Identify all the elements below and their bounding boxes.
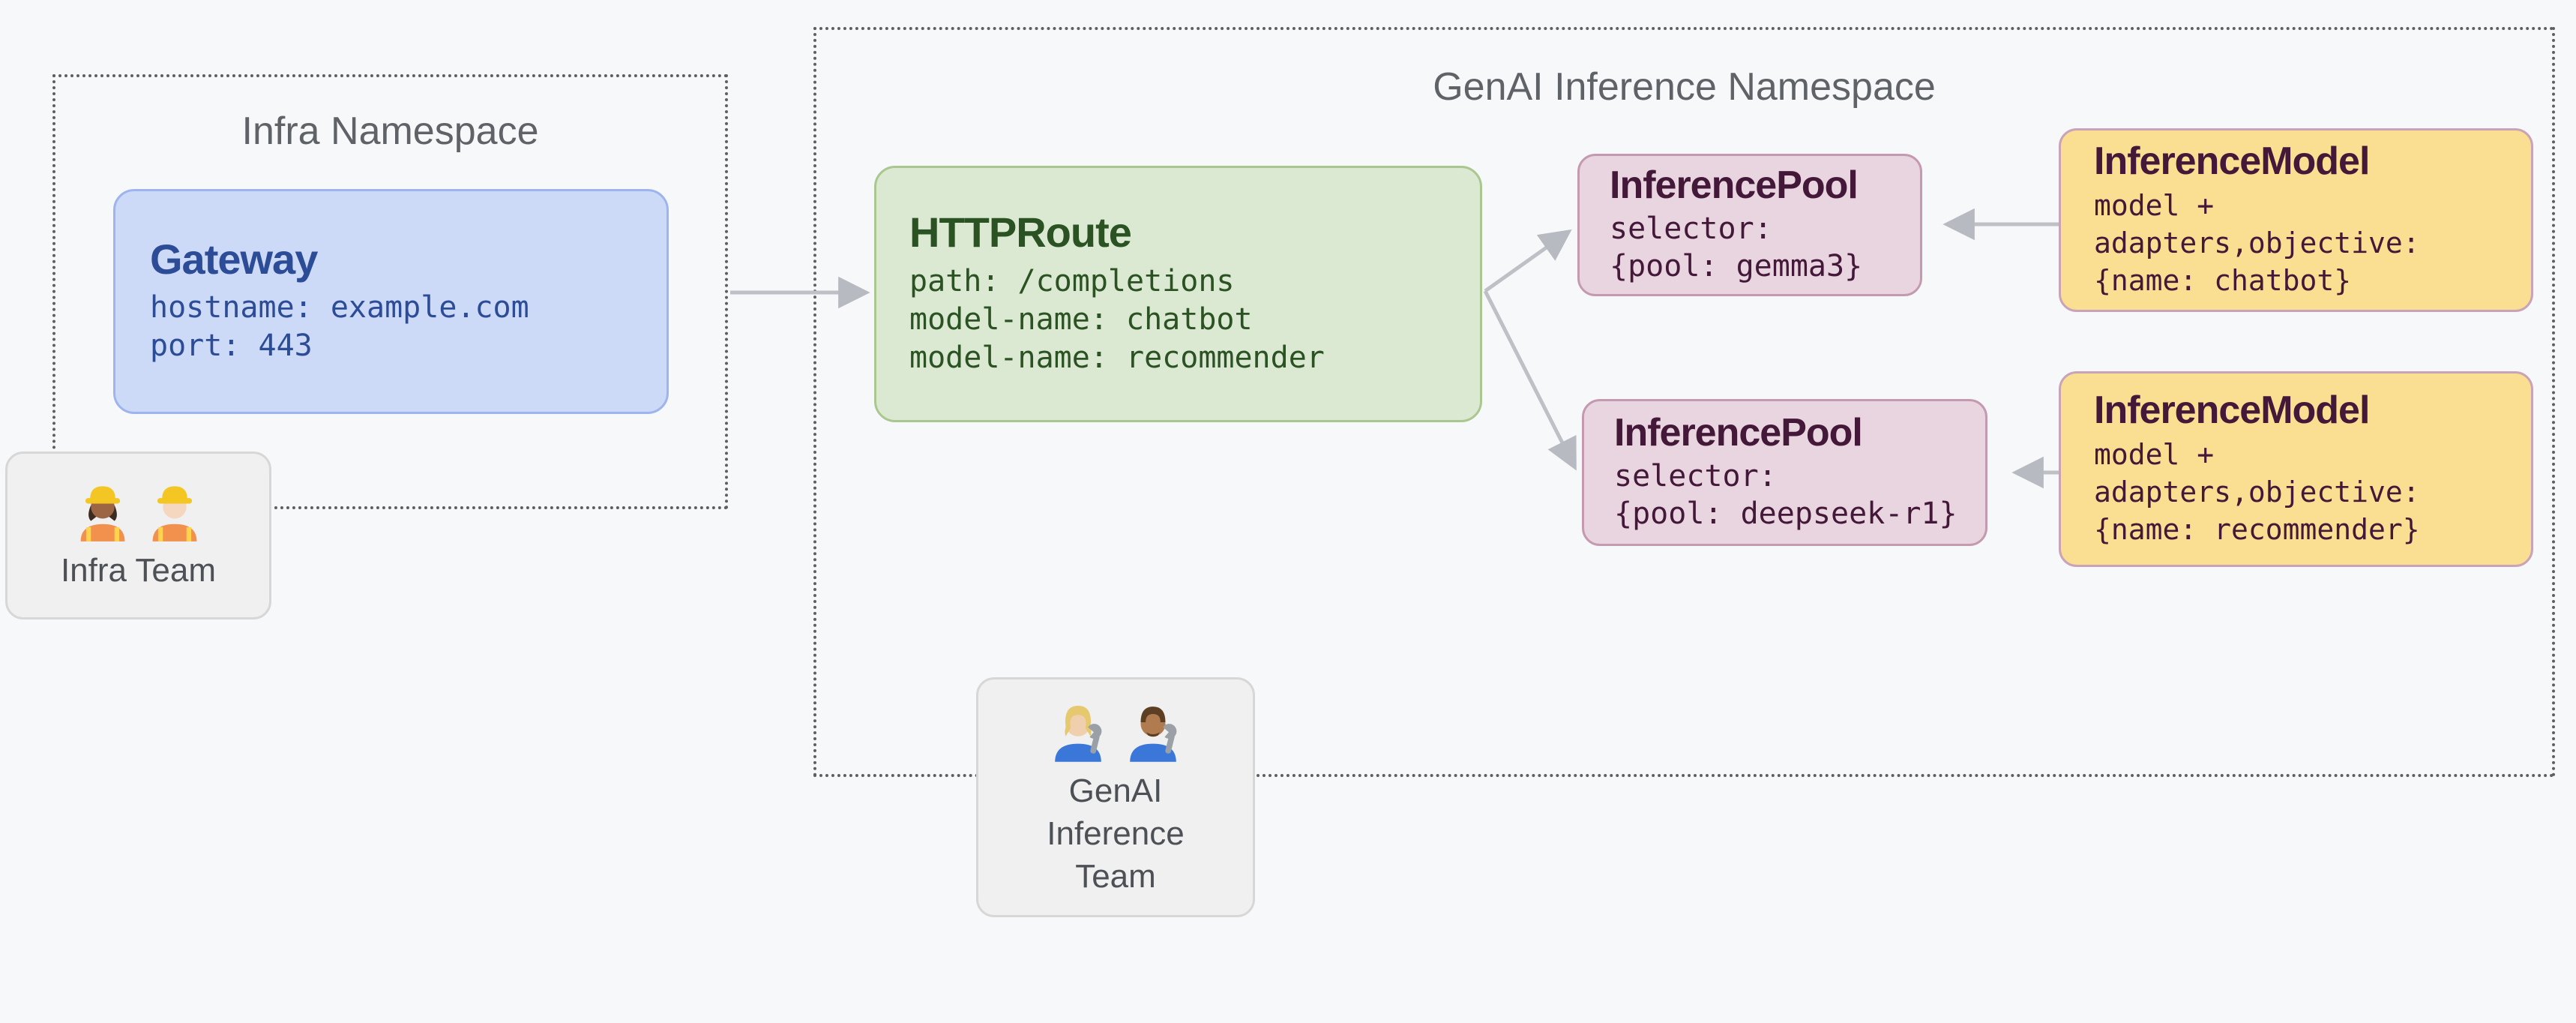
inferencemodel-recommender-title: InferenceModel [2094, 388, 2370, 433]
inferencemodel-chatbot-adapters-line: adapters,objective: [2094, 226, 2420, 260]
inferencepool-gemma3-pool-line: {pool: gemma3} [1610, 249, 1863, 284]
man-mechanic-icon [1130, 706, 1177, 762]
gateway-node: Gateway hostname: example.com port: 443 [113, 189, 669, 414]
inferencepool-gemma3-selector-line: selector: [1610, 212, 1772, 247]
inferencepool-gemma3-node: InferencePool selector: {pool: gemma3} [1577, 154, 1922, 296]
genai-inference-team-icons [1045, 698, 1186, 764]
gateway-hostname-line: hostname: example.com [150, 290, 529, 326]
inferencemodel-recommender-node: InferenceModel model + adapters,objectiv… [2059, 371, 2533, 567]
inferencemodel-recommender-model-line: model + [2094, 437, 2215, 471]
inferencemodel-chatbot-node: InferenceModel model + adapters,objectiv… [2059, 128, 2533, 312]
edge-httproute-to-inferencepool-gemma3 [1484, 229, 1572, 293]
woman-mechanic-icon [1055, 705, 1102, 762]
httproute-node: HTTPRoute path: /completions model-name:… [874, 166, 1482, 422]
httproute-path-line: path: /completions [909, 263, 1235, 298]
infra-team-icons [71, 480, 206, 543]
infra-namespace-box: Infra Namespace [52, 74, 728, 509]
infra-team-label: Infra Team [60, 551, 217, 589]
genai-inference-namespace-title: GenAI Inference Namespace [1433, 65, 1936, 109]
httproute-modelname-chatbot-line: model-name: chatbot [909, 302, 1253, 337]
inferencemodel-chatbot-name-line: {name: chatbot} [2094, 263, 2352, 297]
genai-inference-team-label: GenAI Inference Team [1047, 772, 1185, 895]
inferencepool-deepseek-r1-node: InferencePool selector: {pool: deepseek-… [1582, 399, 1987, 546]
gateway-node-title: Gateway [150, 235, 318, 283]
genai-inference-team-card: GenAI Inference Team [976, 677, 1255, 917]
man-construction-worker-icon [152, 485, 196, 542]
httproute-modelname-recommender-line: model-name: recommender [909, 340, 1325, 375]
inferencepool-gemma3-title: InferencePool [1610, 163, 1859, 207]
inferencepool-deepseek-r1-pool-line: {pool: deepseek-r1} [1614, 496, 1957, 532]
edge-httproute-to-inferencepool-deepseek-r1 [1483, 290, 1577, 471]
genai-inference-namespace-box: GenAI Inference Namespace [813, 27, 2555, 777]
inferencemodel-chatbot-title: InferenceModel [2094, 140, 2370, 184]
inferencepool-deepseek-r1-selector-line: selector: [1614, 459, 1777, 494]
inferencepool-deepseek-r1-title: InferencePool [1614, 410, 1863, 454]
woman-construction-worker-icon [80, 485, 124, 542]
inferencemodel-recommender-name-line: {name: recommender} [2094, 512, 2420, 546]
httproute-node-title: HTTPRoute [909, 208, 1132, 256]
infra-namespace-title: Infra Namespace [241, 110, 539, 153]
gateway-port-line: port: 443 [150, 328, 313, 364]
inferencemodel-chatbot-model-line: model + [2094, 188, 2215, 222]
infra-team-card: Infra Team [5, 452, 271, 620]
inferencemodel-recommender-adapters-line: adapters,objective: [2094, 475, 2420, 508]
